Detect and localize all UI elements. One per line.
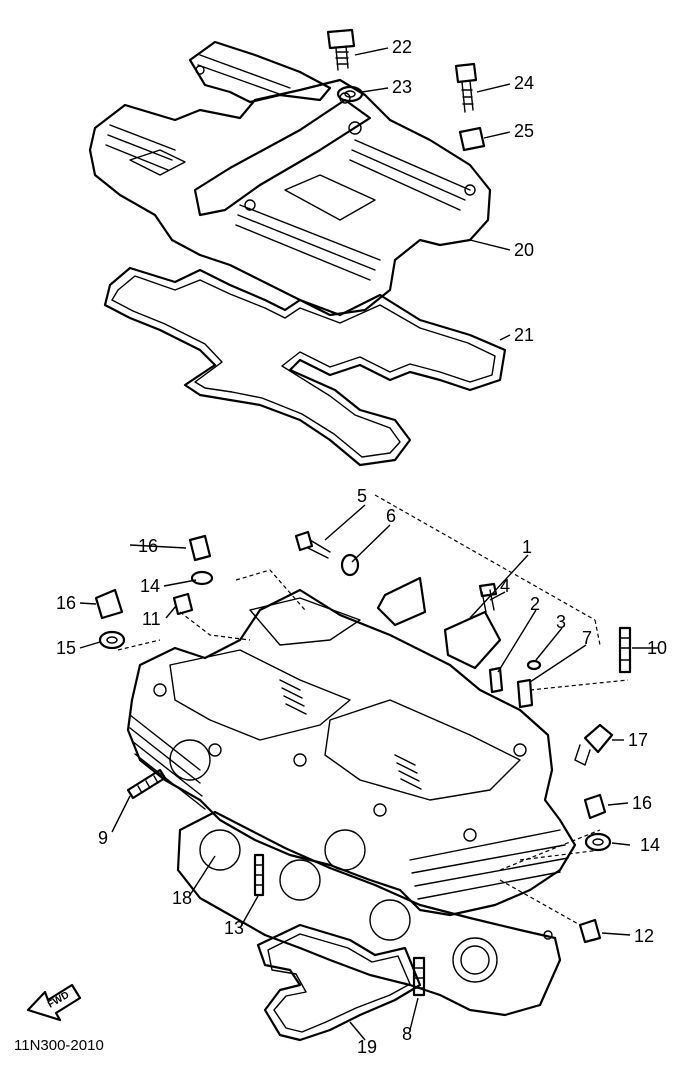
callout-3: 3 (556, 612, 566, 632)
callout-16-top: 16 (138, 536, 158, 556)
callout-7: 7 (582, 628, 592, 648)
head-cover (88, 40, 492, 317)
callout-12: 12 (634, 926, 654, 946)
cam-cap-1 (443, 610, 502, 670)
leader-lines (79, 47, 658, 1041)
block-12 (578, 918, 602, 944)
washer-6 (340, 553, 360, 577)
stud-13 (253, 853, 265, 897)
cylinder-head (126, 588, 577, 917)
cap-nut-16-left (94, 588, 124, 620)
callout-8: 8 (402, 1024, 412, 1044)
washer-15 (98, 630, 126, 650)
callout-9: 9 (98, 828, 108, 848)
callout-5: 5 (357, 486, 367, 506)
callout-6: 6 (386, 506, 396, 526)
head-cover-gasket (103, 266, 507, 467)
dowel-2 (488, 666, 504, 694)
callout-20: 20 (514, 240, 534, 260)
callout-numbers: 22 23 24 25 20 21 5 6 1 4 2 3 7 16 14 11… (56, 37, 667, 1057)
bolt-5 (294, 530, 331, 559)
callout-13: 13 (224, 918, 244, 938)
cylinder-head-gasket (176, 810, 562, 1017)
washer-14-left (190, 570, 214, 586)
callout-23: 23 (392, 77, 412, 97)
bolt-22 (326, 28, 356, 71)
clip-3 (526, 659, 542, 671)
bracket-4 (376, 576, 427, 627)
spark-plug-17 (574, 723, 614, 766)
callout-15: 15 (56, 638, 76, 658)
stud-10 (618, 626, 632, 674)
callout-18: 18 (172, 888, 192, 908)
callout-10: 10 (647, 638, 667, 658)
pin-7 (516, 678, 534, 709)
forward-arrow-icon: FWD (26, 983, 82, 1022)
stud-9 (126, 768, 167, 800)
washer-14-right (584, 832, 612, 852)
callout-16-left: 16 (56, 593, 76, 613)
callout-19: 19 (357, 1037, 377, 1057)
callout-21: 21 (514, 325, 534, 345)
cap-nut-16-top (188, 534, 212, 562)
washer-23 (336, 85, 364, 103)
callout-2: 2 (530, 594, 540, 614)
callout-25: 25 (514, 121, 534, 141)
callout-14-right: 14 (640, 835, 660, 855)
callout-24: 24 (514, 73, 534, 93)
callout-17: 17 (628, 730, 648, 750)
cap-nut-16-right (583, 793, 607, 820)
diagram-code: 11N300-2010 (14, 1037, 104, 1054)
callout-16-right: 16 (632, 793, 652, 813)
lower-gasket (256, 923, 422, 1042)
block-11 (172, 592, 194, 616)
callout-22: 22 (392, 37, 412, 57)
grommet-25 (458, 126, 486, 152)
assembly-lines (117, 494, 629, 926)
bolt-24 (454, 62, 478, 113)
stud-8 (412, 956, 426, 997)
callout-4: 4 (500, 576, 510, 596)
fwd-label: FWD (46, 990, 71, 1011)
callout-14-left: 14 (140, 576, 160, 596)
callout-1: 1 (522, 537, 532, 557)
callout-11: 11 (142, 609, 161, 629)
